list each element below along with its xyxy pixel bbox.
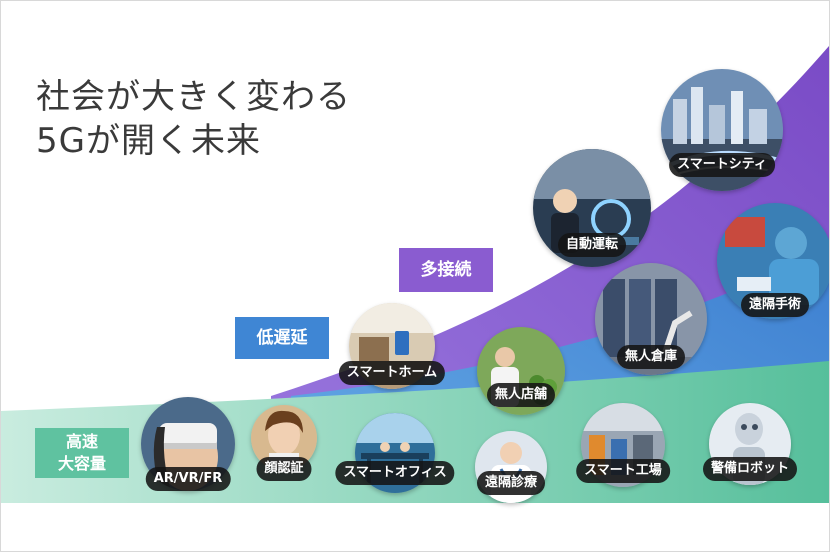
use-case-label: スマートオフィス (335, 461, 455, 485)
title-line-2: 5Gが開く未来 (36, 121, 261, 161)
high-speed-text: 高速 (65, 432, 98, 451)
use-case-label: AR/VR/FR (145, 467, 231, 491)
use-case-label: スマートシティ (669, 153, 775, 177)
use-case-label: 遠隔診療 (476, 471, 546, 495)
title-line-1: 社会が大きく変わる (36, 77, 351, 117)
use-case-label: 遠隔手術 (740, 293, 810, 317)
bottom-strip (1, 503, 829, 551)
use-case-label: 自動運転 (557, 233, 627, 257)
use-case-label: スマートホーム (338, 361, 446, 385)
use-case-label: 無人倉庫 (616, 345, 686, 369)
high-capacity-label: 高速 大容量 (35, 428, 129, 478)
slide-title: 社会が大きく変わる 5Gが開く未来 (36, 75, 351, 163)
use-case-label: スマート工場 (576, 459, 670, 483)
multi-connection-label: 多接続 (399, 248, 493, 292)
low-latency-label: 低遅延 (235, 317, 329, 359)
use-case-label: 顔認証 (256, 457, 312, 481)
use-case-label: 無人店舗 (486, 383, 556, 407)
large-capacity-text: 大容量 (57, 454, 106, 473)
use-case-label: 警備ロボット (702, 457, 798, 481)
